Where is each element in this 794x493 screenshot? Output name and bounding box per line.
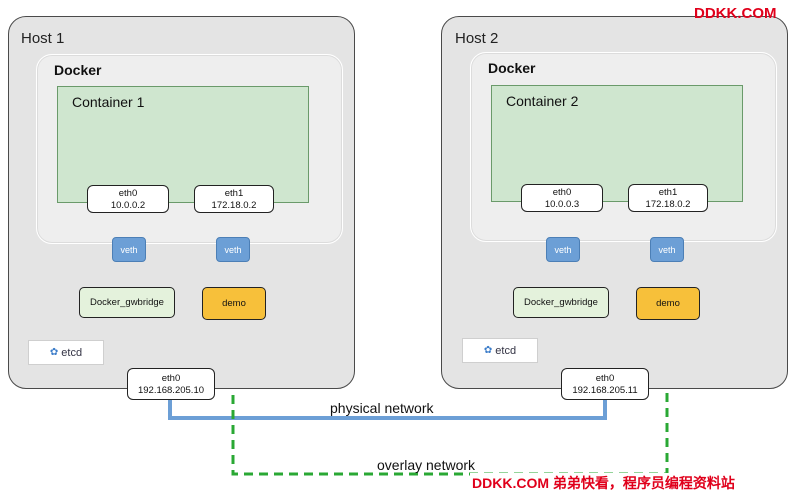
watermark-top-right: DDKK.COM bbox=[694, 5, 777, 22]
host-1-veth-eth1[interactable]: veth bbox=[216, 237, 250, 262]
eth-name: eth0 bbox=[595, 373, 615, 384]
eth-ip: 192.168.205.11 bbox=[572, 385, 638, 396]
eth-name: eth0 bbox=[552, 187, 572, 198]
physical-network-label: physical network bbox=[330, 400, 434, 416]
host-1-etcd[interactable]: ✿ etcd bbox=[28, 340, 104, 365]
host-1-docker-gwbridge[interactable]: Docker_gwbridge bbox=[79, 287, 175, 318]
eth-ip: 10.0.0.3 bbox=[544, 199, 580, 210]
overlay-network-line bbox=[231, 320, 669, 476]
host-2-eth0[interactable]: eth0 192.168.205.11 bbox=[561, 368, 649, 400]
eth-name: eth0 bbox=[118, 188, 138, 199]
etcd-icon: ✿ bbox=[483, 345, 493, 356]
eth-ip: 172.18.0.2 bbox=[211, 200, 257, 211]
host-1-title: Host 1 bbox=[21, 30, 65, 47]
container-2-eth0[interactable]: eth0 10.0.0.3 bbox=[521, 184, 603, 212]
container-2-eth1[interactable]: eth1 172.18.0.2 bbox=[628, 184, 708, 212]
overlay-network-label: overlay network bbox=[377, 457, 476, 473]
watermark-bottom: DDKK.COM 弟弟快看，程序员编程资料站 bbox=[470, 473, 737, 493]
eth-ip: 10.0.0.2 bbox=[110, 200, 146, 211]
host-2-docker-gwbridge[interactable]: Docker_gwbridge bbox=[513, 287, 609, 318]
host-1-docker-label: Docker bbox=[54, 62, 102, 78]
host-2-title: Host 2 bbox=[455, 30, 499, 47]
host-1-demo-network[interactable]: demo bbox=[202, 287, 266, 320]
etcd-label: etcd bbox=[495, 344, 517, 357]
container-1-eth1[interactable]: eth1 172.18.0.2 bbox=[194, 185, 274, 213]
eth-name: eth0 bbox=[161, 373, 181, 384]
host-2-demo-network[interactable]: demo bbox=[636, 287, 700, 320]
eth-ip: 192.168.205.10 bbox=[137, 385, 205, 396]
etcd-label: etcd bbox=[61, 346, 83, 359]
container-2 bbox=[491, 85, 743, 202]
container-1-label: Container 1 bbox=[72, 94, 145, 110]
eth-name: eth1 bbox=[224, 188, 244, 199]
etcd-icon: ✿ bbox=[49, 347, 59, 358]
container-1 bbox=[57, 86, 309, 203]
host-2-veth-eth0[interactable]: veth bbox=[546, 237, 580, 262]
eth-ip: 172.18.0.2 bbox=[645, 199, 691, 210]
host-2-etcd[interactable]: ✿ etcd bbox=[462, 338, 538, 363]
physical-network-line bbox=[168, 400, 607, 420]
host-2-veth-eth1[interactable]: veth bbox=[650, 237, 684, 262]
eth-name: eth1 bbox=[658, 187, 678, 198]
host-1-eth0[interactable]: eth0 192.168.205.10 bbox=[127, 368, 215, 400]
host-2-docker-label: Docker bbox=[488, 60, 536, 76]
container-2-label: Container 2 bbox=[506, 93, 579, 109]
container-1-eth0[interactable]: eth0 10.0.0.2 bbox=[87, 185, 169, 213]
host-1-veth-eth0[interactable]: veth bbox=[112, 237, 146, 262]
